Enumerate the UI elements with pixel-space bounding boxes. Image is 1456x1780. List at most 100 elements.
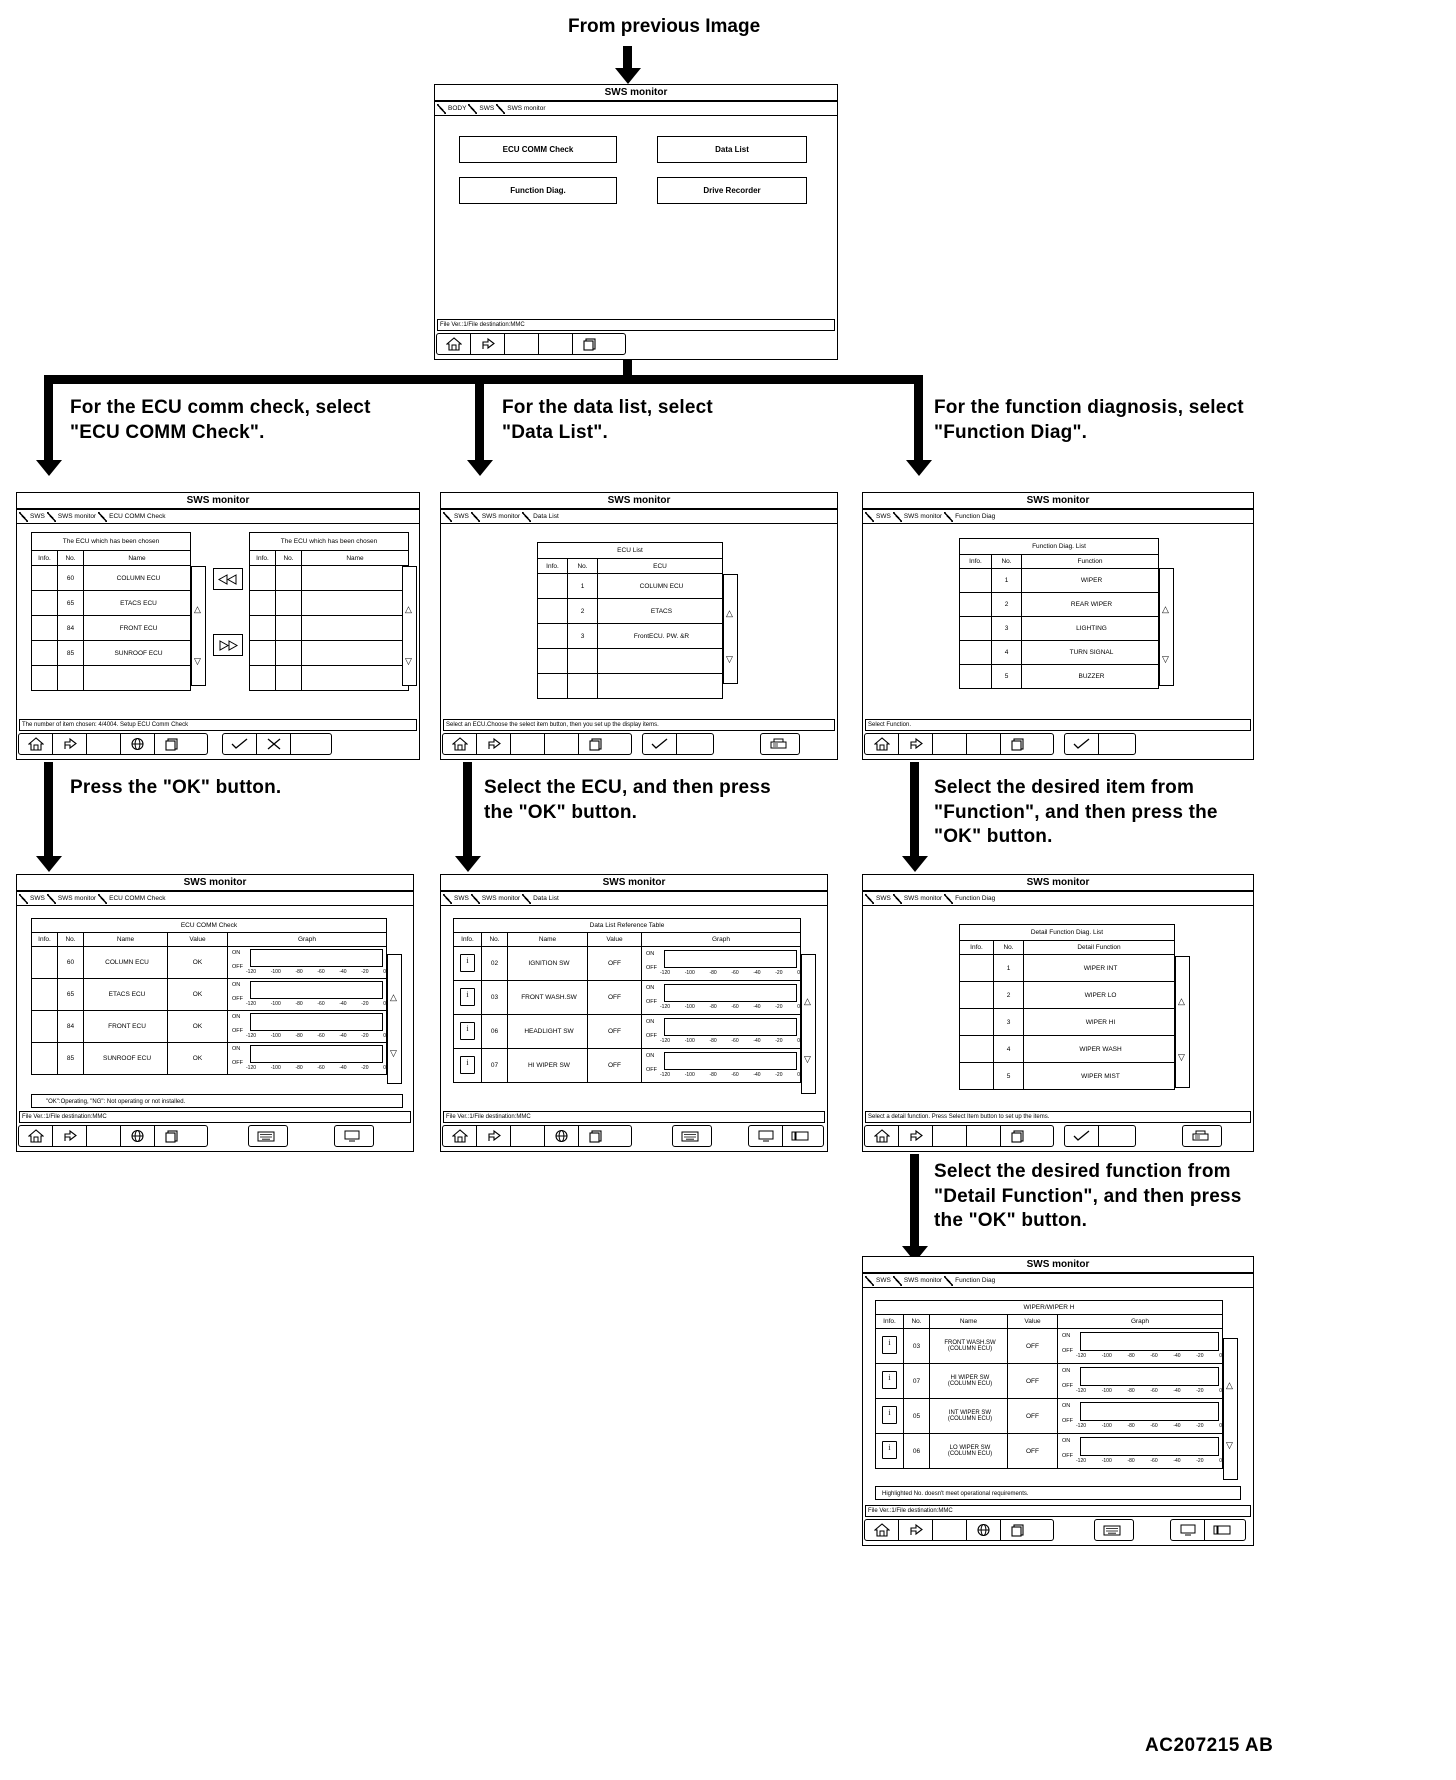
breadcrumb-item[interactable]: SWS <box>19 893 45 904</box>
globe-icon[interactable] <box>121 734 155 754</box>
chosen-ecu-table-left[interactable]: The ECU which has been chosen Info. No. … <box>31 532 191 691</box>
scroll-up-icon[interactable]: △ <box>390 992 397 1002</box>
breadcrumb-item[interactable]: SWS monitor <box>496 103 546 114</box>
home-icon[interactable] <box>443 1126 477 1146</box>
toolbar-empty-slot[interactable] <box>1099 734 1133 754</box>
info-icon[interactable] <box>882 1406 897 1424</box>
chosen-ecu-table-right[interactable]: The ECU which has been chosen Info. No. … <box>249 532 409 691</box>
breadcrumb-item[interactable]: SWS monitor <box>892 1275 942 1286</box>
page-icon[interactable] <box>155 1126 189 1146</box>
scrollbar-function-list[interactable]: △ ▽ <box>1159 568 1174 686</box>
page-icon[interactable] <box>155 734 189 754</box>
monitor-icon[interactable] <box>1171 1520 1205 1540</box>
scrollbar-data-result[interactable]: △ ▽ <box>801 954 816 1094</box>
info-icon[interactable] <box>460 953 475 972</box>
ecu-comm-check-button[interactable]: ECU COMM Check <box>459 136 617 163</box>
breadcrumb-item[interactable]: ECU COMM Check <box>98 893 165 904</box>
home-icon[interactable] <box>19 1126 53 1146</box>
back-arrow-icon[interactable] <box>899 1126 933 1146</box>
scroll-down-icon[interactable]: ▽ <box>726 654 733 664</box>
breadcrumb-item[interactable]: SWS <box>865 1275 891 1286</box>
back-arrow-icon[interactable] <box>477 1126 511 1146</box>
monitor-icon[interactable] <box>335 1126 369 1146</box>
scroll-up-icon[interactable]: △ <box>726 608 733 618</box>
breadcrumb-item[interactable]: SWS monitor <box>892 511 942 522</box>
print-icon[interactable] <box>1183 1126 1217 1146</box>
drive-recorder-button[interactable]: Drive Recorder <box>657 177 807 204</box>
page-icon[interactable] <box>1001 1520 1035 1540</box>
function-diag-list-table[interactable]: Function Diag. List Info. No. Function 1… <box>959 538 1159 689</box>
page-icon[interactable] <box>579 734 613 754</box>
scroll-down-icon[interactable]: ▽ <box>194 656 201 666</box>
breadcrumb-item[interactable]: SWS <box>443 893 469 904</box>
breadcrumb-item[interactable]: BODY <box>437 103 466 114</box>
back-arrow-icon[interactable] <box>477 734 511 754</box>
scroll-up-icon[interactable]: △ <box>804 996 811 1006</box>
move-left-button[interactable] <box>213 634 243 656</box>
info-icon[interactable] <box>460 1021 475 1040</box>
back-arrow-icon[interactable] <box>899 1520 933 1540</box>
breadcrumb-item[interactable]: Function Diag <box>944 1275 995 1286</box>
toolbar-empty-slot[interactable] <box>933 1126 967 1146</box>
scroll-up-icon[interactable]: △ <box>1178 996 1185 1006</box>
table-row[interactable] <box>249 590 409 616</box>
table-row[interactable] <box>537 648 723 674</box>
scrollbar-right[interactable]: △ ▽ <box>402 566 417 686</box>
scroll-down-icon[interactable]: ▽ <box>1178 1052 1185 1062</box>
breadcrumb-item[interactable]: SWS <box>865 893 891 904</box>
scroll-down-icon[interactable]: ▽ <box>1226 1440 1233 1450</box>
back-arrow-icon[interactable] <box>471 334 505 354</box>
page-icon[interactable] <box>579 1126 613 1146</box>
check-ok-icon[interactable] <box>1065 734 1099 754</box>
breadcrumb-item[interactable]: Data List <box>522 511 559 522</box>
data-list-button[interactable]: Data List <box>657 136 807 163</box>
scroll-down-icon[interactable]: ▽ <box>804 1054 811 1064</box>
scroll-down-icon[interactable]: ▽ <box>1162 654 1169 664</box>
breadcrumb-item[interactable]: SWS <box>468 103 494 114</box>
table-row[interactable]: 07 HI WIPER SW (COLUMN ECU) OFF ON OFF -… <box>875 1363 1223 1399</box>
breadcrumb-item[interactable]: SWS <box>443 511 469 522</box>
toolbar-empty-slot[interactable] <box>933 734 967 754</box>
table-row[interactable] <box>249 615 409 641</box>
table-row[interactable] <box>249 640 409 666</box>
keyboard-icon[interactable] <box>249 1126 283 1146</box>
scroll-down-icon[interactable]: ▽ <box>405 656 412 666</box>
page-icon[interactable] <box>1001 1126 1035 1146</box>
toolbar-empty-slot[interactable] <box>933 1520 967 1540</box>
check-ok-icon[interactable] <box>223 734 257 754</box>
home-icon[interactable] <box>865 1126 899 1146</box>
page-icon[interactable] <box>573 334 607 354</box>
back-arrow-icon[interactable] <box>53 1126 87 1146</box>
breadcrumb-item[interactable]: Function Diag <box>944 893 995 904</box>
table-row[interactable] <box>249 565 409 591</box>
toolbar-empty-slot[interactable] <box>677 734 711 754</box>
scroll-up-icon[interactable]: △ <box>1162 604 1169 614</box>
home-icon[interactable] <box>437 334 471 354</box>
table-row[interactable] <box>537 673 723 699</box>
final-data-table[interactable]: WIPER/WIPER H Info. No. Name Value Graph… <box>875 1300 1223 1469</box>
table-row[interactable]: 03 FRONT WASH.SW (COLUMN ECU) OFF ON OFF… <box>875 1328 1223 1364</box>
scrollbar-result[interactable]: △ ▽ <box>387 954 402 1084</box>
scroll-up-icon[interactable]: △ <box>194 604 201 614</box>
widescreen-icon[interactable] <box>783 1126 817 1146</box>
ecu-comm-check-result-table[interactable]: ECU COMM Check Info. No. Name Value Grap… <box>31 918 387 1075</box>
keyboard-icon[interactable] <box>673 1126 707 1146</box>
widescreen-icon[interactable] <box>1205 1520 1239 1540</box>
toolbar-empty-slot[interactable] <box>505 334 539 354</box>
table-row[interactable] <box>249 665 409 691</box>
globe-icon[interactable] <box>967 1520 1001 1540</box>
